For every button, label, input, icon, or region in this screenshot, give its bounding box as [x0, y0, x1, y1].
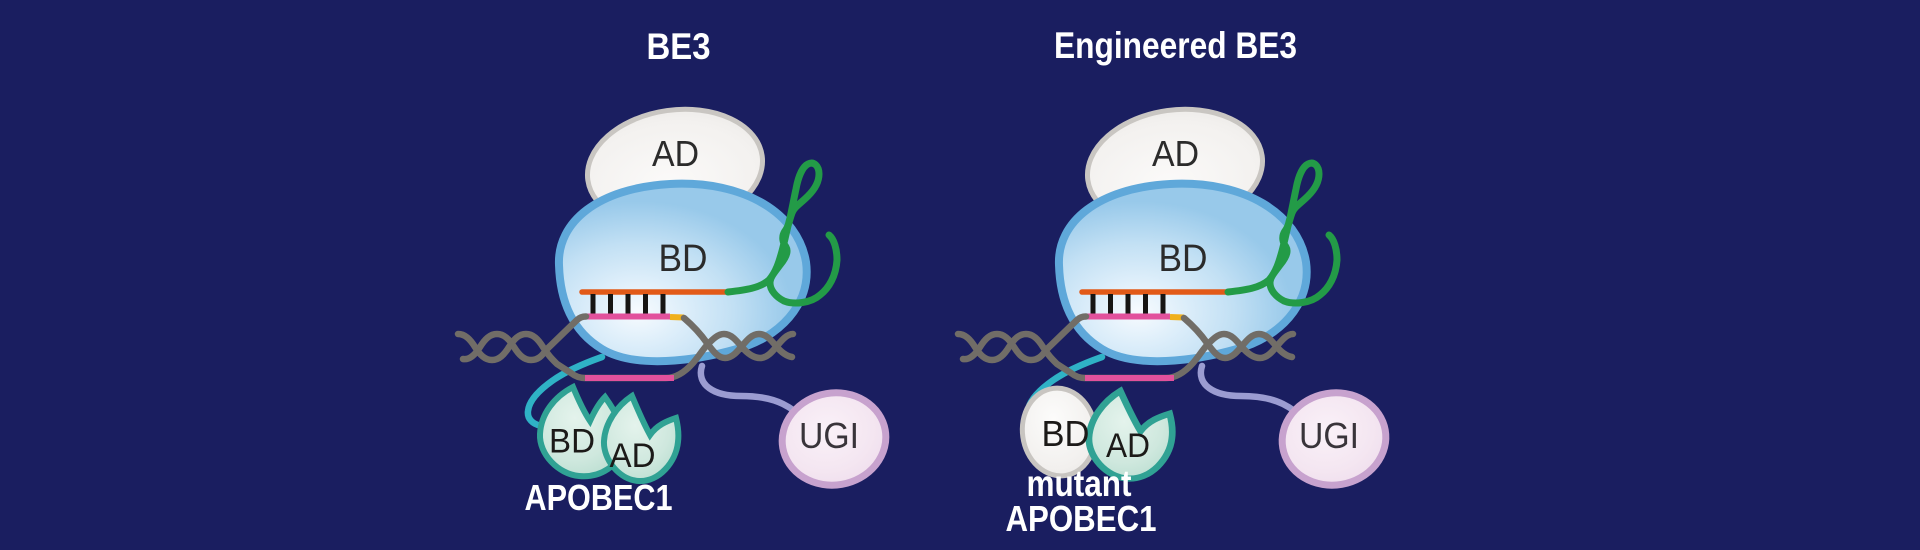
svg-text:BE3: BE3: [647, 26, 711, 67]
svg-text:BD: BD: [549, 423, 595, 461]
svg-text:AD: AD: [610, 437, 656, 475]
svg-text:APOBEC1: APOBEC1: [525, 477, 673, 518]
svg-text:Engineered BE3: Engineered BE3: [1054, 25, 1297, 66]
svg-text:BD: BD: [1042, 413, 1090, 454]
svg-text:APOBEC1: APOBEC1: [1006, 498, 1157, 539]
svg-text:AD: AD: [1106, 427, 1150, 465]
svg-text:mutant: mutant: [1027, 463, 1132, 504]
